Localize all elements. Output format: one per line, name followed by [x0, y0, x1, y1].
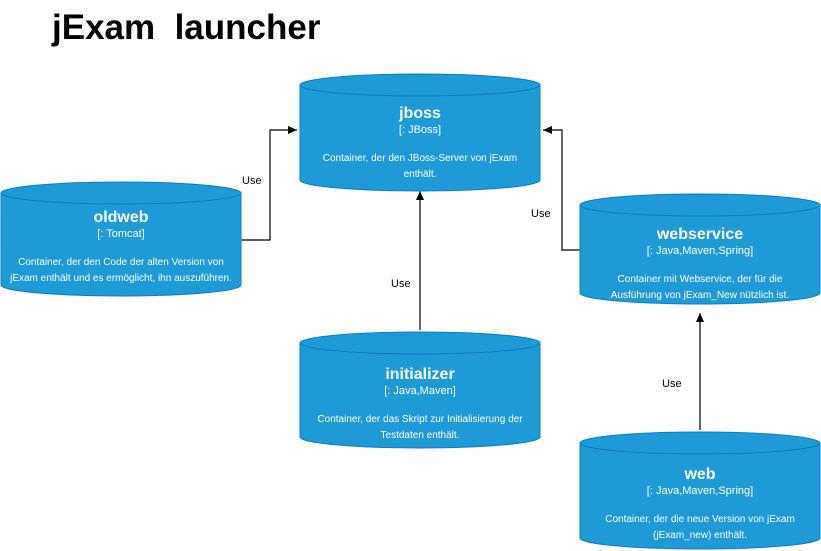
container-oldweb[interactable] [0, 181, 242, 297]
node-title: jboss [399, 105, 441, 122]
edge-label-initializer-to-jboss: Use [391, 278, 411, 291]
node-initializer-text: initializer [: Java,Maven] Container, de… [300, 365, 540, 444]
edge-oldweb-to-jboss[interactable] [241, 126, 297, 241]
node-webservice-text: webservice [: Java,Maven,Spring] Contain… [580, 225, 820, 304]
cylinder-top [579, 193, 821, 217]
edge-label-oldweb-to-jboss: Use [242, 175, 262, 188]
edge-label-web-to-webservice: Use [662, 378, 682, 391]
node-technology: [: Java,Maven,Spring] [646, 245, 754, 257]
node-description: Container, der die neue Version von jExa… [605, 514, 795, 541]
edge-webservice-to-jboss[interactable] [543, 126, 580, 251]
container-initializer[interactable] [299, 331, 541, 449]
edge-label-webservice-to-jboss: Use [531, 208, 551, 221]
diagram-title: jExam launcher [52, 8, 321, 47]
node-title: webservice [656, 226, 744, 243]
node-description: Container mit Webservice, der für die Au… [610, 274, 790, 301]
cylinder-body [299, 84, 541, 192]
node-technology: [: Java,Maven,Spring] [646, 485, 754, 497]
node-web-text: web [: Java,Maven,Spring] Container, der… [580, 465, 820, 544]
cylinder-top [579, 431, 821, 455]
node-technology: [: Tomcat] [97, 228, 145, 240]
cylinder-body [579, 204, 821, 305]
node-description: Container, der den Code der alten Versio… [10, 257, 232, 284]
node-technology: [: JBoss] [398, 124, 442, 136]
cylinder-body [299, 342, 541, 449]
node-title: web [684, 466, 716, 483]
node-title: oldweb [93, 209, 149, 226]
cylinder-body [0, 192, 242, 297]
container-jboss[interactable] [299, 73, 541, 192]
node-jboss-text: jboss [: JBoss] Container, der den JBoss… [300, 104, 540, 183]
container-webservice[interactable] [579, 193, 821, 305]
node-title: initializer [385, 366, 455, 383]
cylinder-top [0, 181, 242, 205]
cylinder-top [299, 73, 541, 97]
node-description: Container, der das Skript zur Initialisi… [317, 414, 523, 441]
cylinder-body [579, 442, 821, 550]
container-web[interactable] [579, 431, 821, 550]
node-technology: [: Java,Maven] [384, 385, 456, 397]
node-description: Container, der den JBoss-Server von jExa… [322, 153, 518, 180]
node-oldweb-text: oldweb [: Tomcat] Container, der den Cod… [1, 208, 241, 287]
cylinder-top [299, 331, 541, 355]
